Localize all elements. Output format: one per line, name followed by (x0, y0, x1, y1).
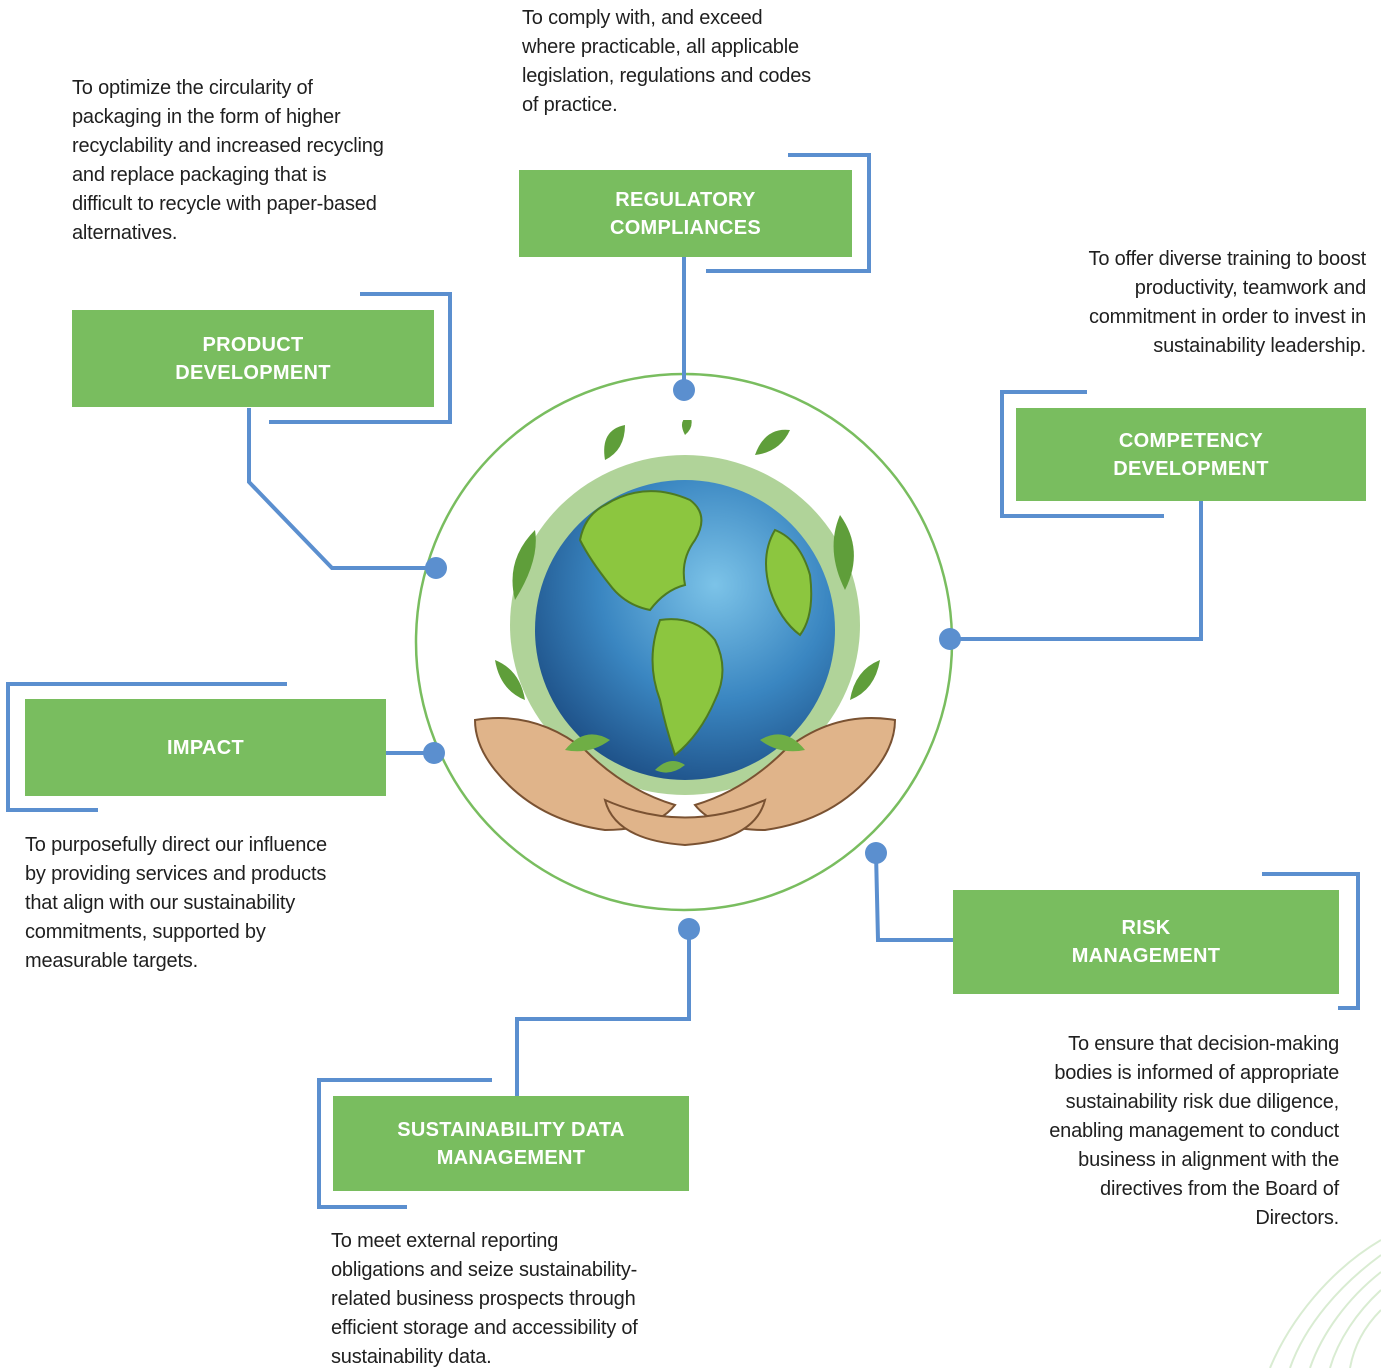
data-bracket (317, 1078, 492, 1209)
regulatory-compliances-box: REGULATORY COMPLIANCES (519, 170, 852, 257)
risk-description: To ensure that decision-making bodies is… (1049, 1033, 1339, 1229)
earth-in-hands-icon (455, 415, 915, 880)
regulatory-bracket (706, 153, 871, 273)
impact-node (423, 742, 445, 764)
sustainability-data-management-box: SUSTAINABILITY DATA MANAGEMENT (333, 1096, 689, 1191)
competency-development-box: COMPETENCY DEVELOPMENT (1016, 408, 1366, 501)
competency-connector (950, 500, 1203, 641)
risk-management-box: RISK MANAGEMENT (953, 890, 1339, 994)
competency-node (939, 628, 961, 650)
data-node (678, 918, 700, 940)
impact-description: To purposefully direct our influence by … (25, 834, 327, 972)
corner-leaf-decoration (1269, 1239, 1381, 1368)
impact-bracket (6, 682, 287, 812)
competency-description: To offer diverse training to boost produ… (1088, 248, 1367, 357)
impact-box: IMPACT (25, 699, 386, 796)
regulatory-description: To comply with, and exceed where practic… (522, 7, 811, 116)
product-development-box: PRODUCT DEVELOPMENT (72, 310, 434, 407)
risk-node (865, 842, 887, 864)
product-node (425, 557, 447, 579)
data-connector (515, 929, 691, 1096)
product-bracket (269, 292, 452, 424)
competency-bracket (1000, 390, 1164, 518)
product-description: To optimize the circularity of packaging… (72, 77, 384, 244)
risk-connector (874, 852, 953, 942)
risk-bracket (1262, 872, 1360, 1010)
regulatory-node (673, 379, 695, 401)
product-connector (247, 408, 436, 570)
data-description: To meet external reporting obligations a… (331, 1230, 638, 1368)
